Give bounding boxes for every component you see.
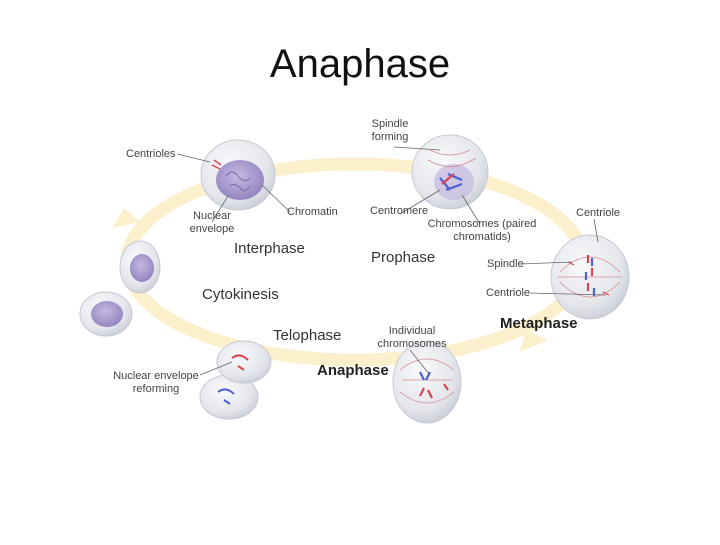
label-nuclear-envelope-reforming-line1: Nuclear envelope — [113, 370, 199, 382]
label-spindle-forming-line2: forming — [371, 131, 409, 143]
label-nuclear-envelope-line2: envelope — [189, 223, 235, 235]
phase-label-prophase: Prophase — [371, 249, 436, 266]
phase-label-cytokinesis: Cytokinesis — [202, 286, 279, 303]
label-centrioles: Centrioles — [126, 148, 176, 160]
label-nuclear-envelope-reforming: Nuclear envelope reforming — [108, 370, 204, 396]
phase-label-interphase: Interphase — [234, 240, 305, 257]
label-spindle-forming: Spindle forming — [368, 118, 412, 144]
telophase-cell — [199, 340, 272, 420]
interphase-cell — [200, 139, 276, 211]
label-chromatin: Chromatin — [287, 206, 338, 218]
label-chromosomes-paired: Chromosomes (paired chromatids) — [424, 218, 540, 244]
prophase-cell — [411, 134, 489, 210]
leader-lines — [176, 146, 607, 376]
cytokinesis-cell-lower — [79, 291, 133, 337]
cycle-arrowhead-left — [112, 208, 140, 228]
label-spindle: Spindle — [487, 258, 524, 270]
label-chromosomes-paired-line1: Chromosomes (paired — [427, 218, 537, 230]
label-chromosomes-paired-line2: chromatids) — [453, 231, 511, 243]
cycle-arrowhead-right — [520, 330, 548, 352]
page-title: Anaphase — [269, 42, 451, 86]
label-nuclear-envelope: Nuclear envelope — [186, 210, 238, 236]
label-individual-chromosomes: Individual chromosomes — [372, 325, 452, 351]
phase-label-anaphase: Anaphase — [317, 362, 389, 379]
label-individual-chromosomes-line2: chromosomes — [377, 338, 447, 350]
phase-label-metaphase: Metaphase — [500, 315, 578, 332]
anaphase-cell — [392, 340, 462, 424]
label-nuclear-envelope-reforming-line2: reforming — [132, 383, 180, 395]
label-nuclear-envelope-line1: Nuclear — [193, 210, 231, 222]
label-centriole-mid: Centriole — [486, 287, 531, 299]
metaphase-cell — [550, 234, 630, 320]
cytokinesis-cell-upper — [119, 240, 161, 294]
label-spindle-forming-line1: Spindle — [371, 118, 409, 130]
label-centromere: Centromere — [370, 205, 429, 217]
phase-label-telophase: Telophase — [273, 327, 342, 344]
label-individual-chromosomes-line1: Individual — [388, 325, 436, 337]
label-centriole-top: Centriole — [576, 207, 621, 219]
